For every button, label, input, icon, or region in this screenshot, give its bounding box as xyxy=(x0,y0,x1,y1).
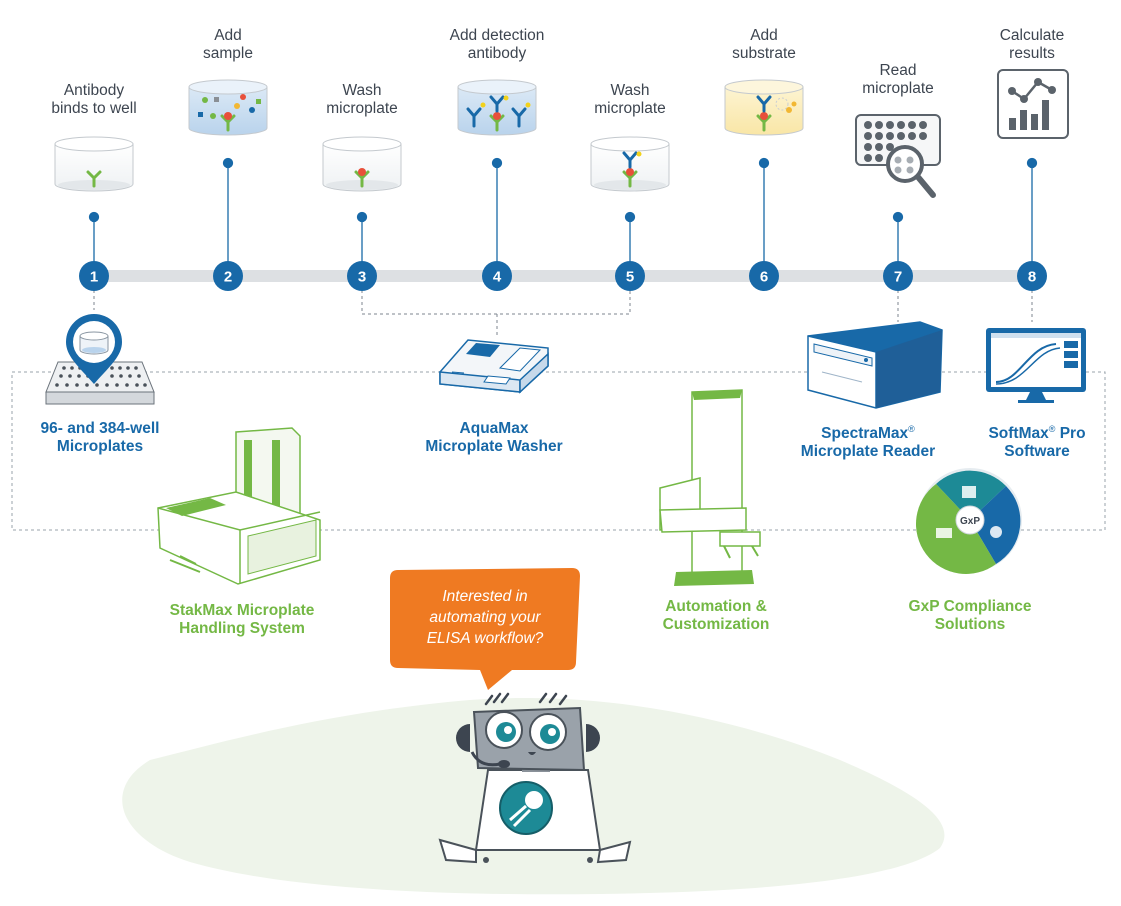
washer-instrument xyxy=(439,339,549,394)
step-4-number: 4 xyxy=(493,269,502,286)
analytics-chart-icon xyxy=(997,69,1069,139)
step-3-line1: Wash xyxy=(342,82,382,99)
step-1-line2: binds to well xyxy=(51,100,137,117)
software-line1: SoftMax xyxy=(988,425,1049,443)
software-reg: ® xyxy=(1048,424,1056,434)
product-frame xyxy=(11,371,1106,531)
step-stems xyxy=(88,157,1038,262)
sample-well-icon xyxy=(188,79,268,136)
wash-well-icon xyxy=(322,136,402,192)
step-5-line1: Wash xyxy=(610,82,650,99)
step-7-circle: 7 xyxy=(883,261,913,291)
washer-line1: AquaMax xyxy=(459,420,529,437)
reader-line1: SpectraMax xyxy=(821,425,909,443)
gxp-line1: GxP Compliance xyxy=(908,598,1032,615)
step-7-number: 7 xyxy=(894,269,902,286)
step-6-number: 6 xyxy=(760,269,768,286)
wash-well-2-icon xyxy=(590,136,670,192)
reader-label[interactable]: SpectraMax® Microplate Reader xyxy=(801,420,935,461)
robot-arm xyxy=(659,389,761,586)
step-7-line2: microplate xyxy=(862,80,934,97)
microplate-icon xyxy=(45,314,155,405)
callout-line2: automating your xyxy=(429,609,541,626)
step-1-number: 1 xyxy=(90,269,98,286)
software-monitor xyxy=(986,328,1086,403)
step-6-line1: Add xyxy=(750,27,778,44)
step-2-number: 2 xyxy=(224,269,232,286)
software-line2: Software xyxy=(1004,443,1070,461)
step-8-line2: results xyxy=(1009,45,1055,62)
automation-line1: Automation & xyxy=(665,598,767,615)
automation-label[interactable]: Automation &Customization xyxy=(663,598,770,634)
step-4-line1: Add detection xyxy=(449,27,545,44)
microplates-line1: 96- and 384-well xyxy=(40,420,160,437)
callout-line1: Interested in xyxy=(442,588,528,605)
software-line1b: Pro xyxy=(1055,425,1086,443)
step-2-circle: 2 xyxy=(213,261,243,291)
callout-line3: ELISA workflow? xyxy=(426,630,544,647)
step-8-circle: 8 xyxy=(1017,261,1047,291)
step-3-circle: 3 xyxy=(347,261,377,291)
step-2-line2: sample xyxy=(203,45,253,62)
reader-instrument xyxy=(807,321,943,409)
step-5-number: 5 xyxy=(626,269,634,286)
reader-reg: ® xyxy=(908,424,915,434)
step-6-circle: 6 xyxy=(749,261,779,291)
plate-reader-icon xyxy=(855,114,941,198)
gxp-badge: GxP xyxy=(960,516,980,527)
antibody-well-icon xyxy=(54,136,134,192)
substrate-well-icon xyxy=(724,79,804,136)
step-4-line2: antibody xyxy=(467,45,527,62)
washer-connector xyxy=(93,290,1033,336)
stakmax-line1: StakMax Microplate xyxy=(169,602,315,619)
reader-line2: Microplate Reader xyxy=(800,443,936,461)
step-1-line1: Antibody xyxy=(63,82,125,99)
step-6-line2: substrate xyxy=(732,45,796,62)
washer-line2: Microplate Washer xyxy=(425,438,563,455)
stakmax-instrument xyxy=(157,427,321,585)
timeline-bar xyxy=(94,270,1032,282)
automation-line2: Customization xyxy=(662,616,770,633)
detection-well-icon xyxy=(457,79,537,136)
step-2-line1: Add xyxy=(214,27,242,44)
step-8-line1: Calculate xyxy=(999,27,1065,44)
step-1-circle: 1 xyxy=(79,261,109,291)
step-3-number: 3 xyxy=(358,269,366,286)
step-3-line2: microplate xyxy=(326,100,398,117)
robot-mascot xyxy=(438,692,632,864)
step-5-circle: 5 xyxy=(615,261,645,291)
callout-bubble xyxy=(390,568,580,690)
step-7-line1: Read xyxy=(879,62,917,79)
step-5-line2: microplate xyxy=(594,100,666,117)
gxp-line2: Solutions xyxy=(934,616,1006,633)
magnifier-icon xyxy=(886,145,936,198)
stakmax-line2: Handling System xyxy=(179,620,305,637)
step-4-circle: 4 xyxy=(482,261,512,291)
microplates-line2: Microplates xyxy=(56,438,144,455)
gxp-wheel: GxP xyxy=(916,468,1022,574)
step-8-number: 8 xyxy=(1028,269,1036,286)
